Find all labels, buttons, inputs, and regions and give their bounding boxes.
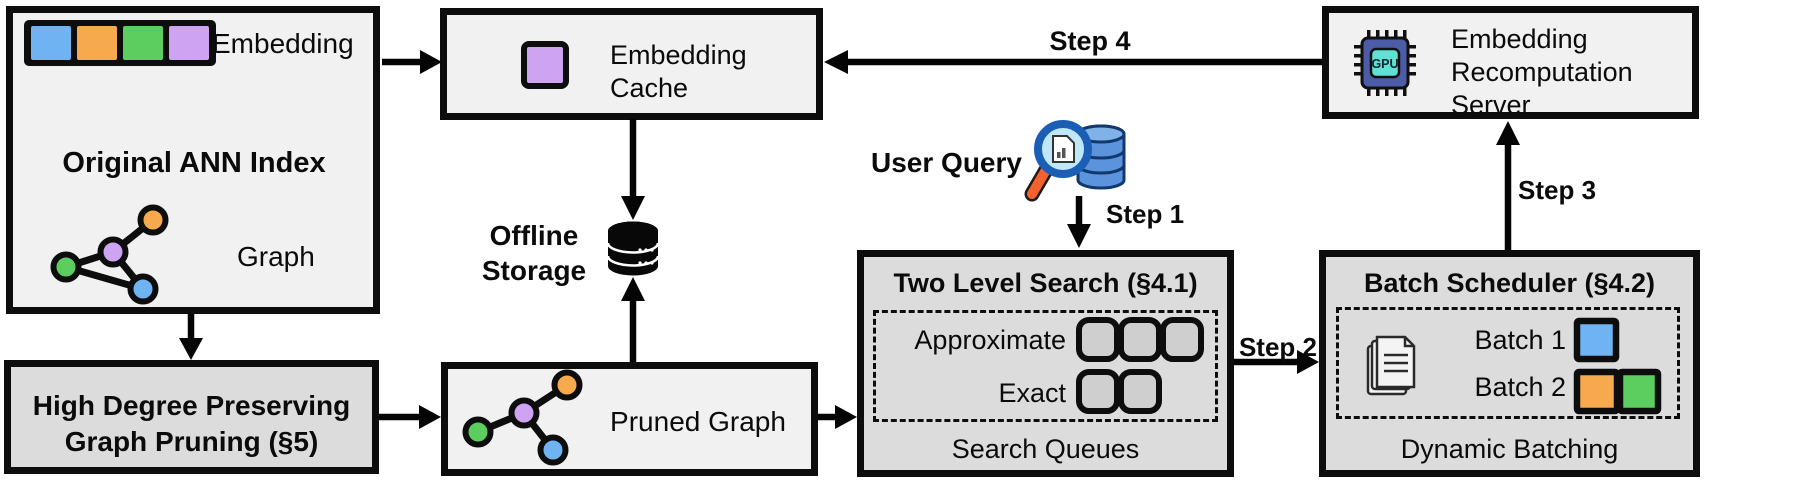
embedding-label: Embedding <box>212 28 354 59</box>
arrow-pruning-to-pruned <box>379 405 441 429</box>
offline-storage-database-icon <box>606 221 660 276</box>
step1-label: Step 1 <box>1106 199 1185 229</box>
graph-pruning-line2: Graph Pruning (§5) <box>64 426 319 457</box>
offline-storage-line1: Offline <box>489 220 579 251</box>
search-queues-label: Search Queues <box>951 434 1140 464</box>
step4-label: Step 4 <box>1049 26 1131 56</box>
dynamic-batching-label: Dynamic Batching <box>1400 434 1619 464</box>
batch1-label: Batch 1 <box>1474 325 1566 355</box>
offline-storage-line2: Storage <box>481 255 587 286</box>
step3-label: Step 3 <box>1518 175 1597 205</box>
arrow-step3-scheduler-to-server <box>1496 121 1520 250</box>
two-level-search-title: Two Level Search (§4.1) <box>893 268 1198 298</box>
recompute-server-line1: Embedding <box>1451 24 1588 54</box>
embedding-cache-line1: Embedding <box>610 40 747 70</box>
graph-label: Graph <box>237 241 315 272</box>
dynamic-batching-dashed-box <box>1336 307 1680 419</box>
user-query-label: User Query <box>871 147 1022 178</box>
arrow-step1-query-to-search <box>1067 196 1091 248</box>
recompute-server-line3: Server <box>1451 90 1531 120</box>
pruned-graph-label: Pruned Graph <box>610 406 786 437</box>
arrow-ann-to-pruning <box>179 314 203 360</box>
embedding-cache-line2: Cache <box>610 73 689 103</box>
exact-label: Exact <box>998 378 1066 408</box>
two-level-search-box <box>857 250 1234 477</box>
user-query-icon <box>1024 120 1126 202</box>
batch2-label: Batch 2 <box>1474 372 1566 402</box>
arrow-ann-to-cache <box>382 50 442 74</box>
ann-index-title: Original ANN Index <box>62 147 326 179</box>
search-queues-dashed-box <box>873 310 1218 422</box>
arrow-pruned-to-storage <box>621 277 645 362</box>
step2-label: Step 2 <box>1238 332 1317 362</box>
arrow-pruned-to-search <box>818 405 857 429</box>
batch-scheduler-title: Batch Scheduler (§4.2) <box>1363 268 1656 298</box>
arrow-cache-to-storage <box>621 119 645 220</box>
graph-pruning-line1: High Degree Preserving <box>32 390 351 421</box>
graph-pruning-box <box>4 360 379 474</box>
approximate-label: Approximate <box>914 325 1066 355</box>
recompute-server-line2: Recomputation <box>1451 57 1633 87</box>
embedding-cache-box <box>440 8 823 120</box>
